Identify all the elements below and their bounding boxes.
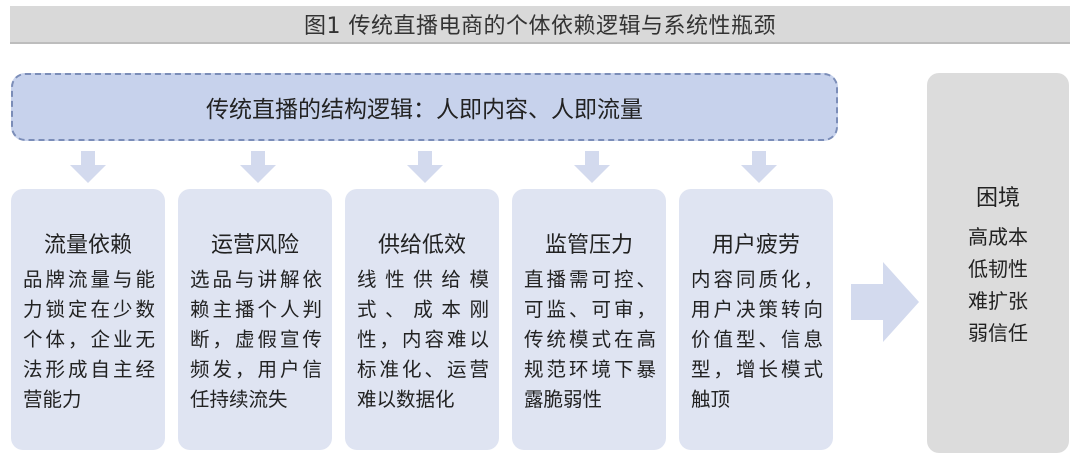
down-arrow-icon — [240, 151, 276, 183]
right-arrow-icon — [851, 262, 919, 342]
card-title: 流量依赖 — [43, 233, 132, 258]
plight-item: 弱信任 — [968, 321, 1028, 345]
plight-item: 难扩张 — [968, 289, 1028, 313]
card-title: 用户疲劳 — [711, 233, 800, 258]
card-regulatory-pressure: 监管压力 直播需可控、可监、可审，传统模式在高规范环境下暴露脆弱性 — [512, 189, 666, 450]
card-body: 线性供给模式、成本刚性，内容难以标准化、运营难以数据化 — [357, 268, 489, 411]
card-user-fatigue: 用户疲劳 内容同质化，用户决策转向价值型、信息型，增长模式触顶 — [679, 189, 833, 450]
plight-panel: 困境 高成本 低韧性 难扩张 弱信任 — [927, 73, 1069, 453]
down-arrow-icon — [407, 151, 443, 183]
card-supply-inefficiency: 供给低效 线性供给模式、成本刚性，内容难以标准化、运营难以数据化 — [345, 189, 499, 450]
card-operational-risk: 运营风险 选品与讲解依赖主播个人判断，虚假宣传频发，用户信任持续流失 — [178, 189, 332, 450]
card-title: 监管压力 — [544, 233, 633, 258]
plight-item: 低韧性 — [968, 257, 1028, 281]
figure-title-bar: 图1 传统直播电商的个体依赖逻辑与系统性瓶颈 — [10, 6, 1070, 44]
card-body: 内容同质化，用户决策转向价值型、信息型，增长模式触顶 — [691, 268, 823, 411]
card-title: 运营风险 — [210, 233, 299, 258]
plight-items: 高成本 低韧性 难扩张 弱信任 — [927, 221, 1069, 349]
card-body: 选品与讲解依赖主播个人判断，虚假宣传频发，用户信任持续流失 — [190, 268, 322, 411]
banner-text: 传统直播的结构逻辑：人即内容、人即流量 — [206, 97, 643, 123]
card-body: 品牌流量与能力锁定在少数个体，企业无法形成自主经营能力 — [23, 268, 155, 411]
structure-logic-banner: 传统直播的结构逻辑：人即内容、人即流量 — [11, 73, 838, 141]
card-body: 直播需可控、可监、可审，传统模式在高规范环境下暴露脆弱性 — [524, 268, 656, 411]
card-traffic-dependence: 流量依赖 品牌流量与能力锁定在少数个体，企业无法形成自主经营能力 — [11, 189, 165, 450]
down-arrow-icon — [70, 151, 106, 183]
plight-title: 困境 — [975, 186, 1020, 211]
down-arrow-icon — [741, 151, 777, 183]
down-arrow-icon — [574, 151, 610, 183]
card-title: 供给低效 — [377, 233, 466, 258]
plight-item: 高成本 — [968, 225, 1028, 249]
figure-title: 图1 传统直播电商的个体依赖逻辑与系统性瓶颈 — [304, 14, 776, 39]
